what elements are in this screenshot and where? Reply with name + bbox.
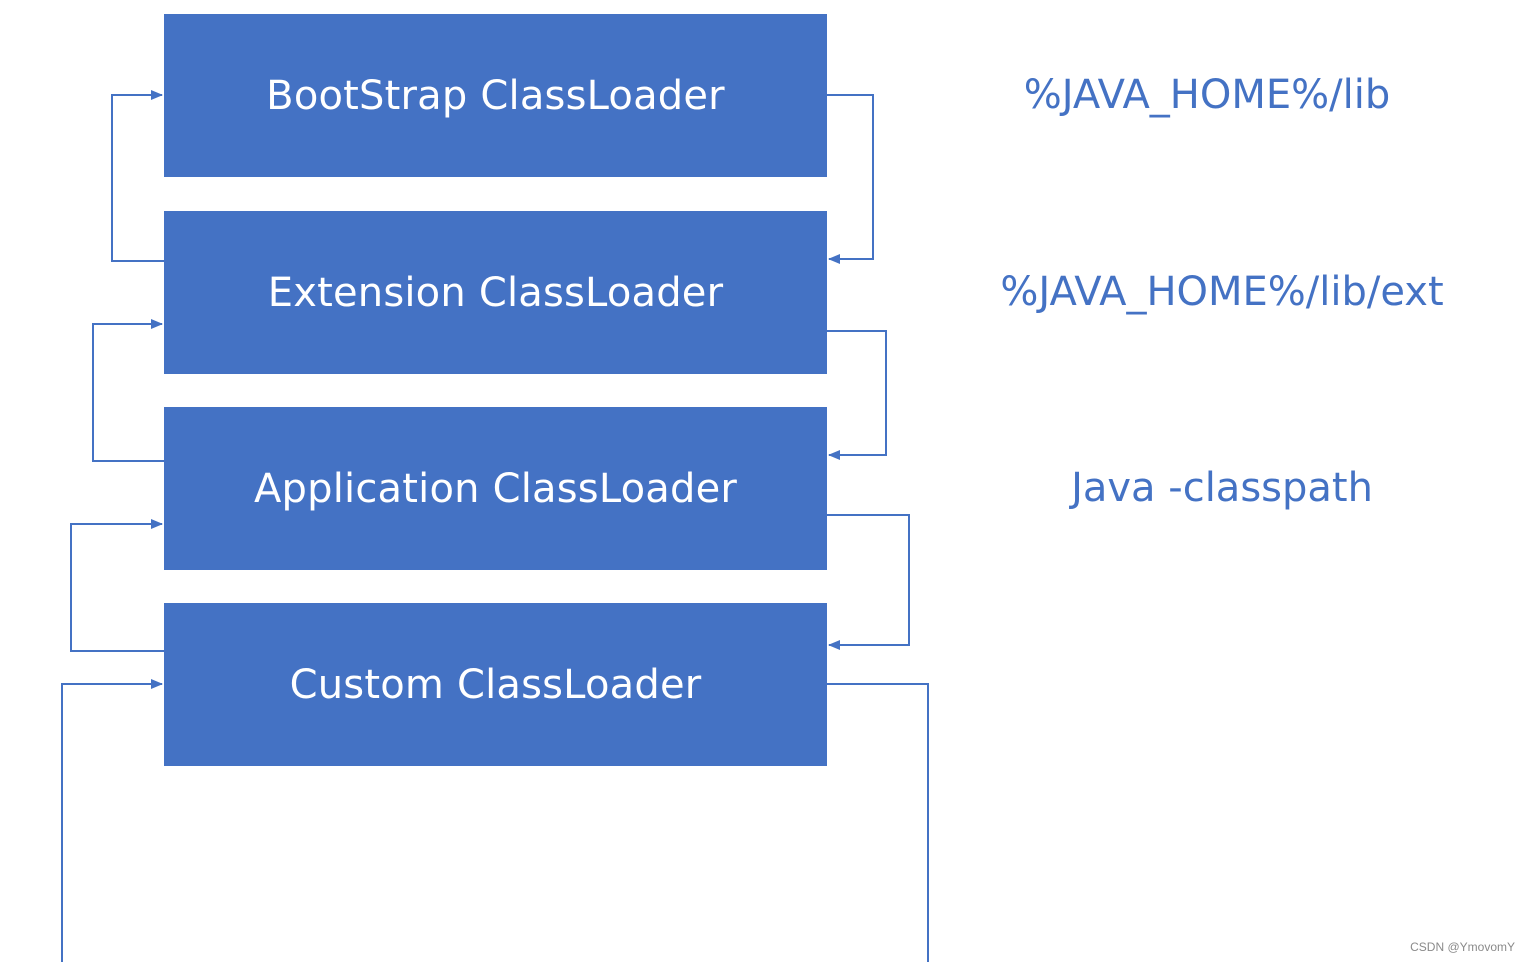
fallback-line-custom-down <box>827 683 929 962</box>
watermark: CSDN @YmovomY <box>1410 940 1515 954</box>
extension-classloader-box: Extension ClassLoader <box>164 211 827 374</box>
bootstrap-classloader-box: BootStrap ClassLoader <box>164 14 827 177</box>
delegate-arrow-request-to-custom <box>61 679 163 962</box>
fallback-arrow-application-to-custom <box>827 514 910 650</box>
application-classloader-box: Application ClassLoader <box>164 407 827 570</box>
custom-classloader-box: Custom ClassLoader <box>164 603 827 766</box>
bootstrap-classloader-label: BootStrap ClassLoader <box>266 72 725 119</box>
fallback-arrow-bootstrap-to-extension <box>827 94 874 264</box>
fallback-arrow-extension-to-application <box>827 330 887 460</box>
delegate-arrow-custom-to-application <box>70 519 164 652</box>
custom-classloader-label: Custom ClassLoader <box>289 661 702 708</box>
extension-classloader-label: Extension ClassLoader <box>267 269 724 316</box>
delegate-arrow-application-to-extension <box>92 319 164 462</box>
bootstrap-path-label: %JAVA_HOME%/lib <box>1023 72 1391 118</box>
application-path-label: Java -classpath <box>1071 465 1373 511</box>
extension-path-label: %JAVA_HOME%/lib/ext <box>1000 269 1444 315</box>
application-classloader-label: Application ClassLoader <box>253 465 738 512</box>
delegate-arrow-extension-to-bootstrap <box>111 90 164 262</box>
